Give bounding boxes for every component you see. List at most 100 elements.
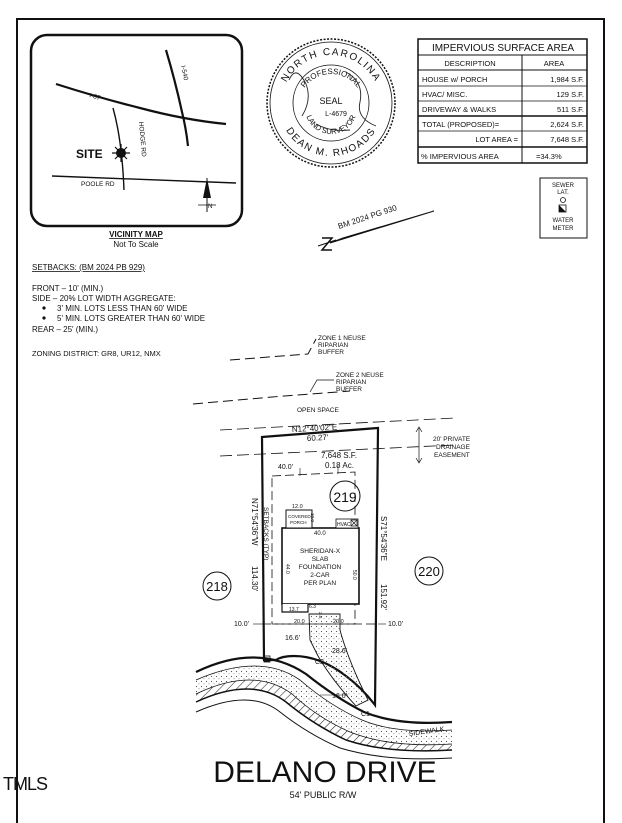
easement-label-3: EASEMENT bbox=[434, 452, 470, 459]
house-depth-right: 50.0 bbox=[351, 570, 357, 580]
impervious-row-area: 129 S.F. bbox=[556, 90, 584, 99]
impervious-row-area: 7,648 S.F. bbox=[550, 135, 584, 144]
left-bearing: N71°54'36"W bbox=[250, 498, 259, 546]
site-label: SITE bbox=[76, 147, 103, 161]
zone1-label-2: RIPARIAN bbox=[318, 342, 349, 349]
dim-28-6: 28.6' bbox=[332, 648, 347, 655]
hvac-icon bbox=[350, 519, 358, 527]
sidewalk-stipple bbox=[196, 680, 452, 751]
north-arrow-icon bbox=[198, 178, 216, 212]
setbacks-side: SIDE – 20% LOT WIDTH AGGREGATE: bbox=[32, 294, 176, 303]
lot-219: N12°40'02"E 60.27' 7,648 S.F. 0.18 Ac. 4… bbox=[202, 423, 444, 718]
house-footprint bbox=[281, 527, 360, 605]
house-foundation: SLAB bbox=[312, 556, 329, 563]
porch-label-2: PORCH bbox=[290, 520, 307, 525]
impervious-title: IMPERVIOUS SURFACE AREA bbox=[432, 43, 574, 54]
impervious-row-area: 2,624 S.F. bbox=[550, 120, 584, 129]
vicinity-subtitle: Not To Scale bbox=[113, 240, 159, 249]
seal-signature bbox=[288, 71, 377, 131]
curb-line bbox=[195, 688, 453, 752]
neighbor-lot-right: 220 bbox=[418, 564, 440, 579]
lot-number-circle bbox=[329, 480, 361, 512]
house-width: 40.0 bbox=[314, 531, 326, 537]
setbacks-side-b: 5' MIN. LOTS GREATER THAN 60' WIDE bbox=[57, 314, 205, 323]
zone2-label: ZONE 2 NEUSE bbox=[336, 372, 384, 379]
plan-north-arrow-icon bbox=[317, 210, 435, 251]
bullet-icon bbox=[42, 306, 46, 310]
front-setback-left: 10.0' bbox=[234, 621, 249, 628]
lot-area-acres: 0.18 Ac. bbox=[325, 461, 354, 470]
sheet-border bbox=[16, 18, 605, 823]
porch-depth: 10.0 bbox=[310, 513, 315, 522]
impervious-col-desc: DESCRIPTION bbox=[444, 59, 495, 68]
utility-legend: SEWER LAT. WATER METER bbox=[539, 177, 588, 239]
garage-bump: 6.3 bbox=[309, 604, 316, 610]
road-poole bbox=[51, 175, 237, 184]
setbacks-front: FRONT – 10' (MIN.) bbox=[32, 284, 104, 293]
zone1-buffer-line bbox=[229, 338, 317, 361]
open-space-label: OPEN SPACE bbox=[297, 407, 339, 414]
zone1-label-3: BUFFER bbox=[318, 349, 344, 356]
house-front-right: 20.0 bbox=[333, 619, 344, 625]
porch-label: COVERED bbox=[288, 514, 311, 519]
vicinity-title: VICINITY MAP bbox=[109, 230, 163, 239]
sewer-lateral-icon bbox=[560, 197, 566, 203]
legend-water-label-2: METER bbox=[553, 226, 575, 232]
right-distance: 151.92' bbox=[379, 584, 388, 610]
covered-porch bbox=[285, 509, 313, 529]
front-setback-right: 10.0' bbox=[388, 621, 403, 628]
house-foundation-2: FOUNDATION bbox=[299, 564, 342, 571]
house-per-plan: PER PLAN bbox=[304, 580, 336, 587]
setbacks-side-a: 3' MIN. LOTS LESS THAN 60' WIDE bbox=[57, 304, 188, 313]
impervious-row-area: 511 S.F. bbox=[557, 105, 584, 114]
dim-16-6: 16.6' bbox=[285, 635, 300, 642]
dim-16-0: 16.0' bbox=[332, 693, 347, 700]
lot-area-sf: 7,648 S.F. bbox=[321, 451, 357, 460]
road-i540-label: I-540 bbox=[179, 65, 189, 81]
driveway bbox=[308, 613, 369, 707]
garage-offset: 13.7 bbox=[289, 607, 299, 613]
impervious-row-desc: TOTAL (PROPOSED)= bbox=[422, 120, 500, 129]
drainage-easement: 20' PRIVATE DRAINAGE EASEMENT bbox=[219, 417, 471, 464]
surveyor-seal: NORTH CAROLINA PROFESSIONAL SEAL L-4679 … bbox=[266, 38, 396, 168]
zone1-label: ZONE 1 NEUSE bbox=[318, 335, 366, 342]
neighbor-lot-circle bbox=[202, 571, 232, 601]
legend-sewer-label-2: LAT. bbox=[557, 190, 569, 196]
road-i87-label: I-87 bbox=[88, 92, 101, 102]
lot-number: 219 bbox=[333, 489, 357, 505]
right-of-way-line bbox=[195, 656, 453, 724]
house-depth-left: 44.0 bbox=[284, 564, 290, 574]
legend-water-label: WATER bbox=[553, 218, 575, 224]
house-model: SHERIDAN-X bbox=[300, 548, 341, 555]
garage-bump bbox=[281, 604, 309, 613]
north-arrow-label: N bbox=[208, 204, 212, 210]
bm-reference: BM 2024 PG 930 bbox=[337, 203, 399, 231]
hvac-pad bbox=[335, 518, 359, 529]
water-meter-icon bbox=[558, 204, 567, 213]
house-garage: 2-CAR bbox=[310, 572, 330, 579]
right-bearing: S71°54'36"E bbox=[379, 516, 388, 561]
road-i540 bbox=[164, 49, 190, 147]
seal-number: L-4679 bbox=[325, 111, 347, 118]
street-right-of-way: 54' PUBLIC R/W bbox=[290, 790, 357, 800]
impervious-row-area: =34.3% bbox=[536, 152, 562, 161]
vicinity-map: I-87 I-540 HODGE RD POOLE RD SITE N VICI… bbox=[29, 33, 244, 249]
garage-bump-depth: 2.0 bbox=[318, 612, 323, 619]
neighbor-lot-circle bbox=[414, 556, 444, 586]
impervious-table: IMPERVIOUS SURFACE AREA DESCRIPTION AREA… bbox=[417, 38, 588, 164]
impervious-row-area: 1,984 S.F. bbox=[550, 75, 584, 84]
impervious-row-desc: LOT AREA = bbox=[475, 135, 518, 144]
impervious-row-desc: % IMPERVIOUS AREA bbox=[421, 152, 499, 161]
house-front-left: 20.0 bbox=[294, 619, 305, 625]
seal-center: SEAL bbox=[319, 96, 342, 106]
rear-distance: 60.27' bbox=[307, 433, 329, 443]
setbacks-header: SETBACKS: (BM 2024 PB 929) bbox=[32, 263, 145, 272]
setbacks-typical: SETBACKS (TYP) bbox=[262, 507, 269, 560]
easement-label: 20' PRIVATE bbox=[433, 436, 471, 443]
mls-watermark: TMLS bbox=[3, 774, 48, 794]
left-distance: 114.30' bbox=[250, 566, 259, 592]
road-hodge bbox=[112, 107, 125, 191]
impervious-row-desc: HOUSE w/ PORCH bbox=[422, 75, 487, 84]
neighbor-lot-left: 218 bbox=[206, 579, 228, 594]
